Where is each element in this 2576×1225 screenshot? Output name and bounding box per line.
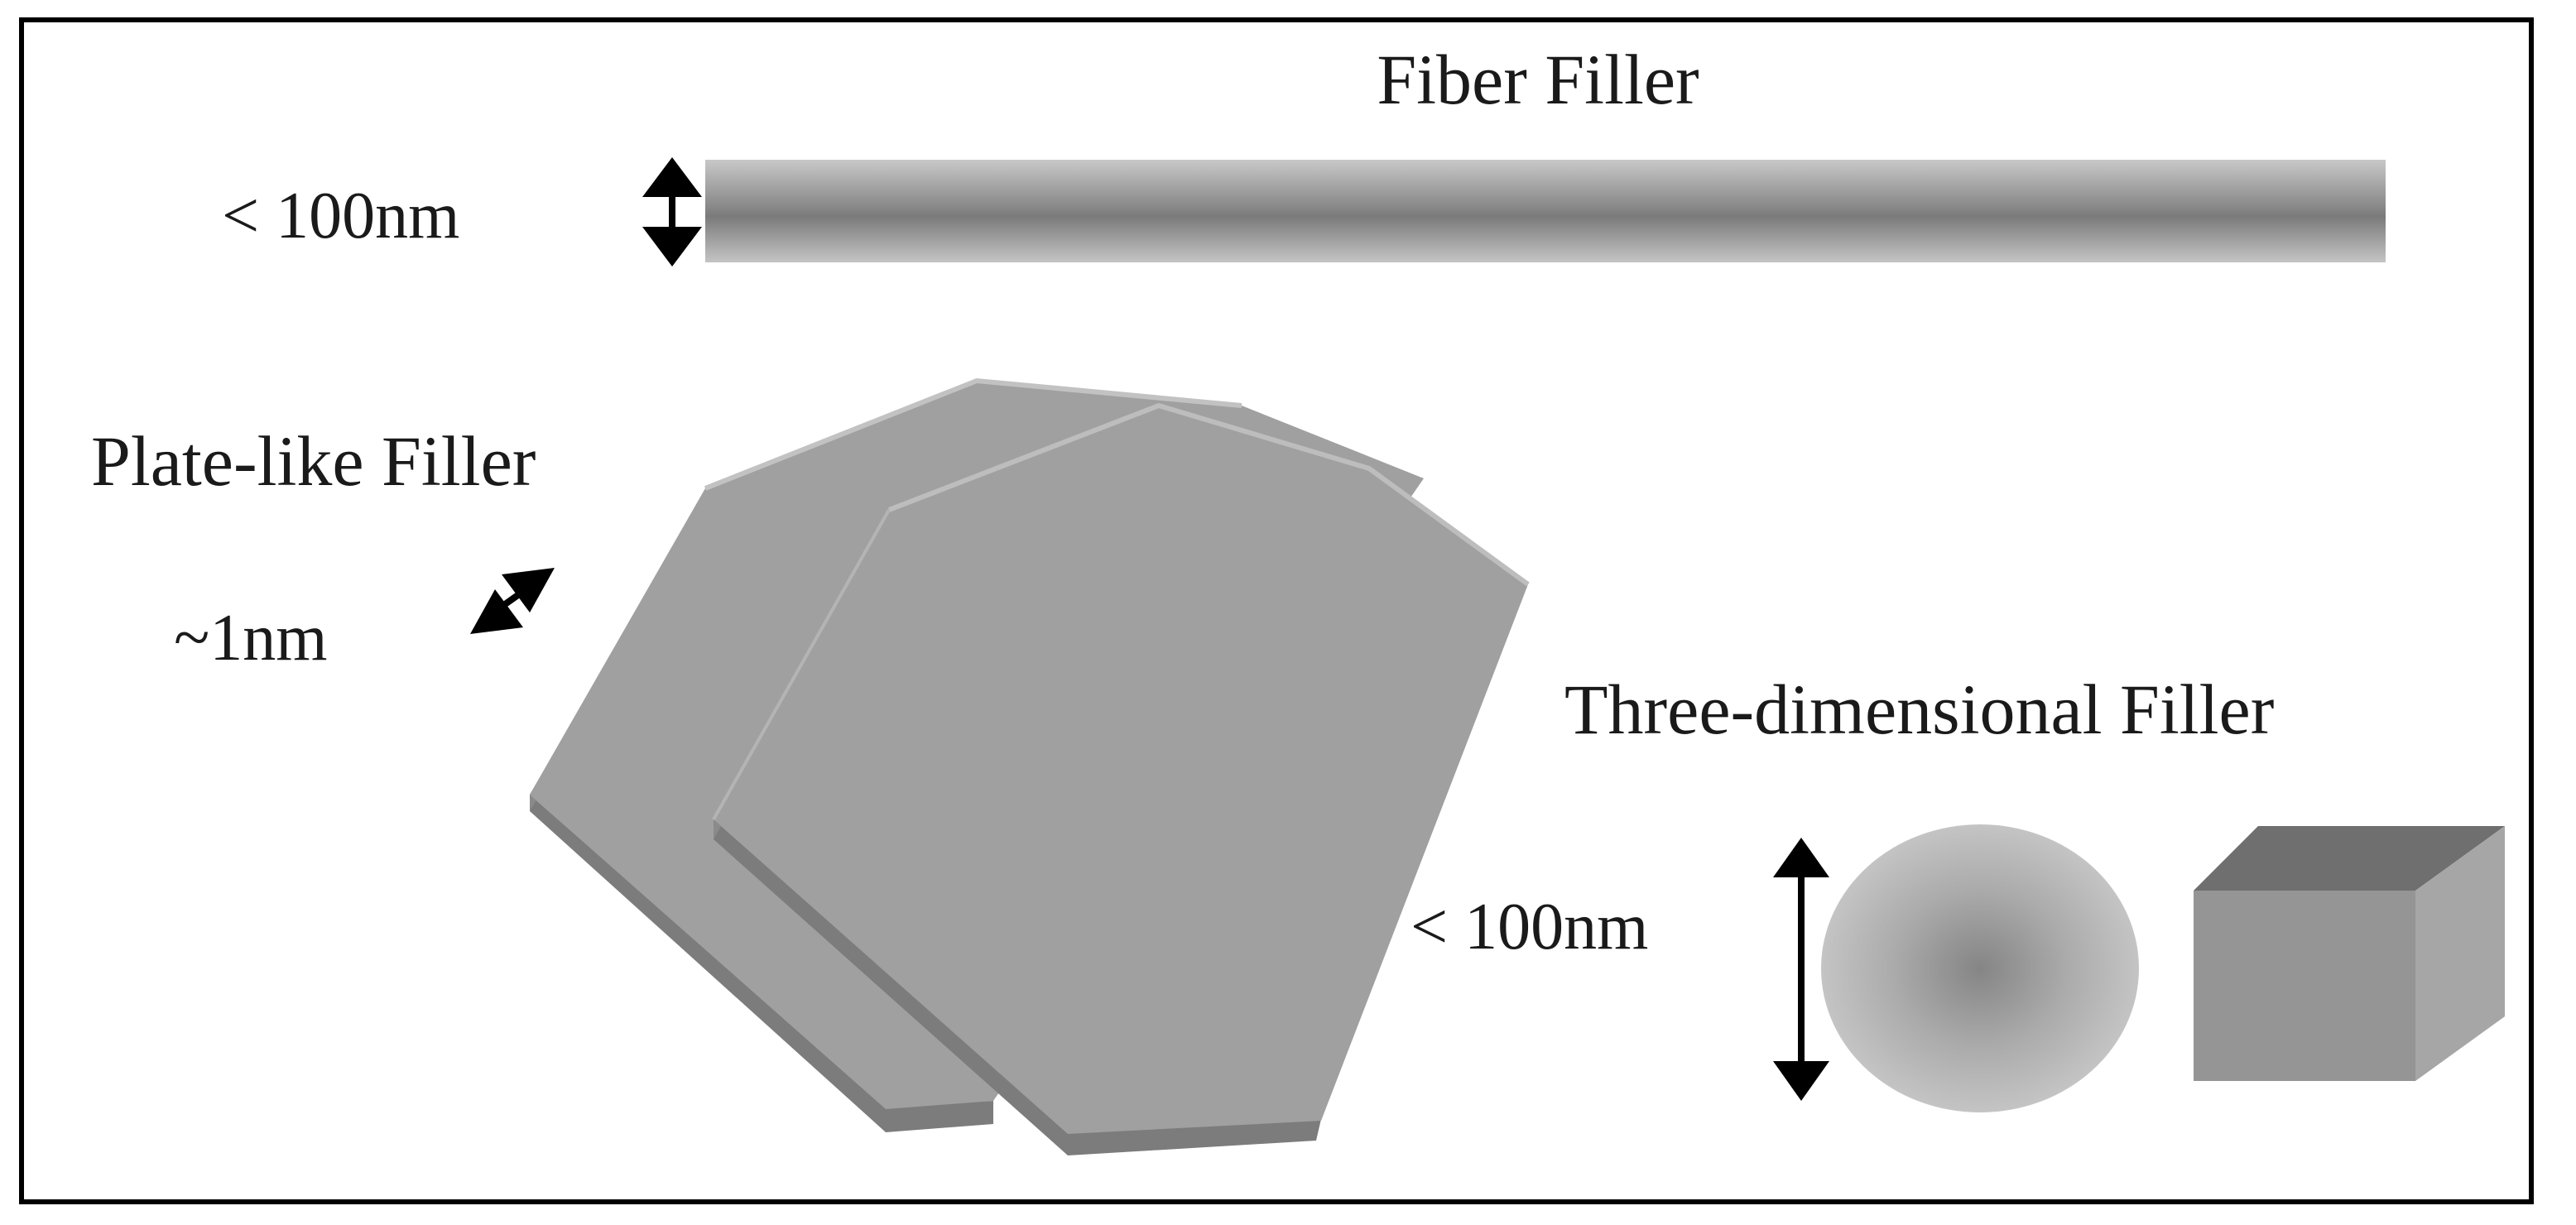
three-d-dimension-label: < 100nm <box>1411 891 1648 963</box>
plate-front <box>712 402 1530 1155</box>
three-d-size-arrow <box>1773 838 1829 1101</box>
fiber-rod <box>705 160 2386 262</box>
three-d-filler-title: Three-dimensional Filler <box>1564 670 2274 749</box>
plate-dimension-label: ~1nm <box>174 602 328 675</box>
plate-filler-title: Plate-like Filler <box>91 421 536 501</box>
fiber-thickness-arrow <box>642 157 702 267</box>
fiber-filler-title: Fiber Filler <box>1377 40 1699 119</box>
fiber-dimension-label: < 100nm <box>222 180 459 252</box>
cube-particle <box>2194 826 2505 1081</box>
plate-thickness-arrow <box>470 568 555 634</box>
sphere-particle <box>1821 824 2139 1112</box>
